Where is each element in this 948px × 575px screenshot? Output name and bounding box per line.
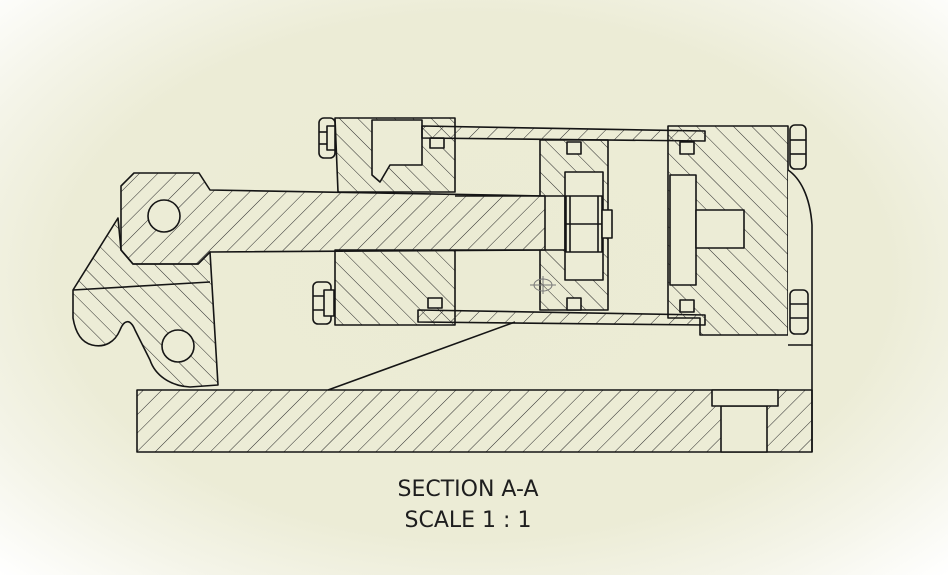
lower-link — [72, 217, 219, 388]
piston-nut — [565, 195, 613, 253]
crosshair-cursor-icon — [530, 276, 556, 294]
tie-bolt-bottom-left — [312, 281, 335, 325]
tie-bolt-bottom-right — [789, 289, 809, 335]
tie-bolt-top-right — [789, 124, 807, 170]
cylinder-tube — [417, 125, 706, 326]
rear-end-cap — [667, 125, 789, 336]
section-title: SECTION A-A — [397, 477, 539, 502]
tie-bolt-top-left — [318, 117, 336, 159]
support-line — [327, 321, 516, 391]
scale-label: SCALE 1 : 1 — [404, 508, 532, 533]
base-plate — [136, 389, 813, 453]
